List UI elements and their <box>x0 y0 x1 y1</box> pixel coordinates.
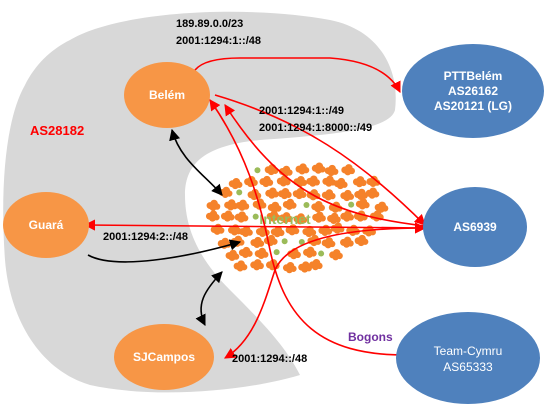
cloud-puff <box>374 201 389 213</box>
cloud-puff <box>311 162 326 174</box>
link-sjcampos-as6939 <box>224 222 427 359</box>
cloud-dot <box>252 213 259 220</box>
cloud-puff <box>235 199 250 211</box>
link-guara-cloud <box>87 239 242 263</box>
prefix-sjcampos: 2001:1294::/48 <box>232 353 307 365</box>
cloud-dot <box>236 189 243 196</box>
cloud-puff <box>218 186 233 198</box>
node-belem[interactable]: Belém <box>124 62 210 128</box>
cloud-dot <box>318 250 325 257</box>
link-belem-ptt <box>194 57 401 94</box>
link-belem-as6939 <box>214 94 426 226</box>
cloud-puff <box>220 210 235 222</box>
cloud-puff <box>346 224 360 237</box>
cloud-puff <box>278 165 293 177</box>
links <box>83 57 427 359</box>
cloud-puff <box>282 261 297 274</box>
node-as6939[interactable]: AS6939 <box>423 187 527 267</box>
node-as6939-label: AS6939 <box>453 220 497 234</box>
prefix-belem-mid-2: 2001:1294:1:8000::/49 <box>259 122 372 134</box>
cloud-puff <box>293 175 308 188</box>
cloud-puff <box>233 260 248 272</box>
prefix-guara: 2001:1294:2::/48 <box>103 231 188 243</box>
cloud-puff <box>321 189 336 201</box>
node-cymru-line-2: AS65333 <box>443 360 493 374</box>
cloud-puff <box>265 187 279 199</box>
cloud-puff <box>330 222 345 234</box>
bogons-label: Bogons <box>348 330 393 344</box>
cloud-puff <box>238 246 253 259</box>
cloud-puff <box>250 236 265 249</box>
cloud-puff <box>277 187 292 200</box>
cloud-puff <box>267 201 282 213</box>
cloud-puff <box>206 199 221 211</box>
cloud-puff <box>340 236 354 248</box>
cloud-puff <box>259 175 274 188</box>
cloud-puff <box>230 235 245 247</box>
cloud-puff <box>329 249 343 261</box>
cloud-puff <box>228 177 243 190</box>
cloud-puff <box>282 198 297 210</box>
link-sjcampos-cloud <box>195 271 223 327</box>
node-cymru-line-1: Team-Cymru <box>434 344 503 358</box>
cloud-dot <box>273 249 280 256</box>
as-region-label: AS28182 <box>30 123 84 138</box>
cloud-label: Internet <box>259 211 311 227</box>
node-sjcampos[interactable]: SJCampos <box>114 324 214 390</box>
cloud-puff <box>333 177 348 190</box>
prefix-belem-mid-1: 2001:1294:1::/49 <box>259 105 344 117</box>
cloud-puff <box>311 201 325 213</box>
cloud-puff <box>306 175 320 187</box>
node-cymru[interactable]: Team-Cymru AS65333 <box>396 312 540 404</box>
cloud-puff <box>254 247 269 260</box>
node-belem-label: Belém <box>149 88 185 102</box>
cloud-puff <box>352 176 367 188</box>
link-belem-cloud <box>169 128 223 196</box>
cloud-puff <box>321 237 336 249</box>
cloud-puff <box>250 259 264 271</box>
cloud-puff <box>354 234 369 247</box>
cloud-puff <box>365 187 380 199</box>
cloud-puff <box>340 189 355 202</box>
as-region <box>3 11 396 393</box>
cloud-puff <box>234 211 249 223</box>
cloud-puff <box>264 163 279 176</box>
cloud-puff <box>341 164 356 176</box>
node-guara-label: Guará <box>29 218 64 232</box>
cloud-dot <box>281 238 288 245</box>
cloud-puff <box>239 225 253 237</box>
cloud-puff <box>225 249 240 261</box>
cloud-puff <box>292 187 307 200</box>
cloud-puff <box>205 210 220 222</box>
cloud-puff <box>295 163 310 175</box>
cloud-puff <box>276 175 291 187</box>
cloud-puff <box>303 246 317 258</box>
cloud-dot <box>348 201 355 208</box>
node-sjcampos-label: SJCampos <box>133 350 195 364</box>
cloud-puff <box>322 175 337 187</box>
node-ptt[interactable]: PTTBelém AS26162 AS20121 (LG) <box>402 44 544 138</box>
cloud-puff <box>327 212 341 224</box>
cloud-puff <box>324 164 339 177</box>
prefix-belem-top-2: 2001:1294:1::/48 <box>176 35 261 47</box>
node-ptt-line-1: PTTBelém <box>444 69 503 83</box>
cloud-puff <box>355 198 370 210</box>
node-guara[interactable]: Guará <box>3 192 89 258</box>
node-ptt-line-3: AS20121 (LG) <box>434 99 512 113</box>
cloud-puff <box>224 199 238 211</box>
cloud-dot <box>303 202 310 209</box>
prefix-belem-top-1: 189.89.0.0/23 <box>176 18 243 30</box>
node-ptt-line-2: AS26162 <box>448 84 498 98</box>
cloud-puff <box>312 211 326 223</box>
cloud-dot <box>254 167 261 174</box>
